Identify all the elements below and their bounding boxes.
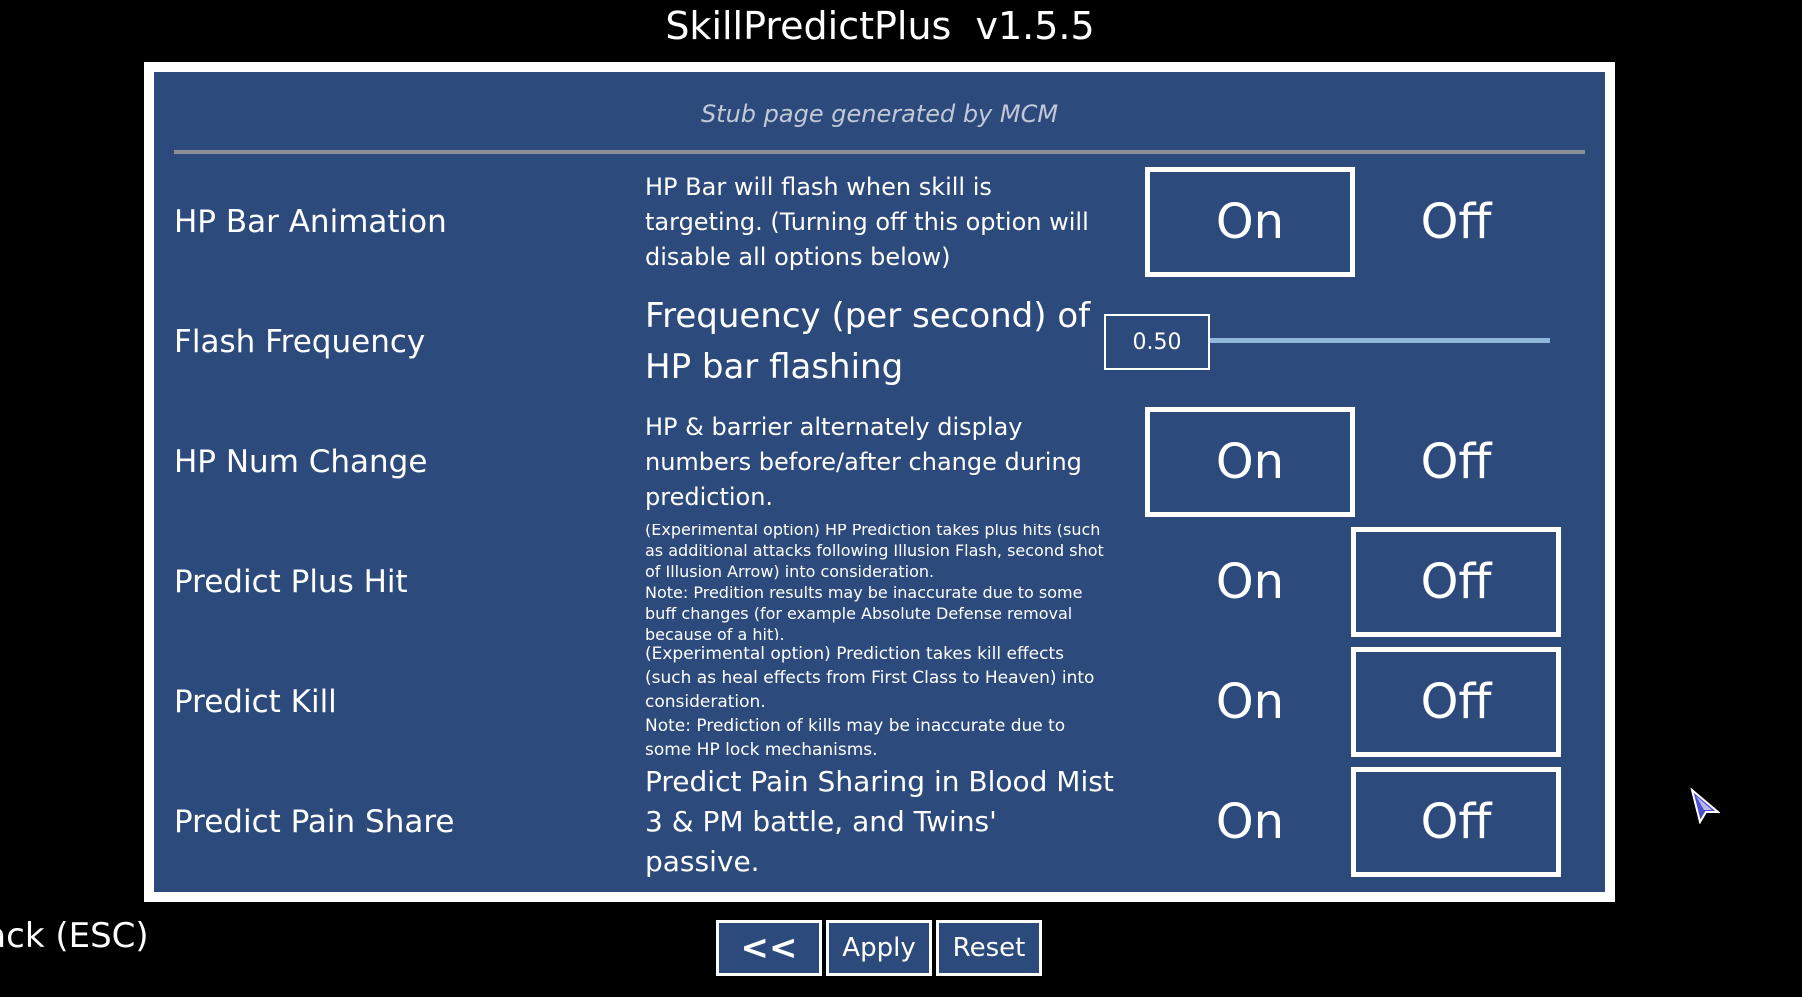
option-on-button[interactable]: On (1145, 407, 1355, 517)
option-on-button[interactable]: On (1215, 674, 1285, 730)
setting-description: HP & barrier alternately display numbers… (645, 412, 1082, 511)
setting-label: Predict Kill (174, 684, 337, 720)
apply-button[interactable]: Apply (826, 920, 932, 976)
setting-label: Flash Frequency (174, 324, 426, 360)
option-off-button[interactable]: Off (1420, 194, 1492, 250)
setting-row-predict-plus-hit: Predict Plus Hit (Experimental option) H… (154, 524, 1605, 640)
mouse-cursor-icon (1690, 788, 1720, 824)
setting-description: Predict Pain Sharing in Blood Mist 3 & P… (645, 765, 1114, 878)
setting-label: Predict Plus Hit (174, 564, 408, 600)
setting-row-hp-num-change: HP Num Change HP & barrier alternately d… (154, 404, 1605, 520)
frequency-value-box[interactable]: 0.50 (1104, 314, 1210, 370)
setting-description: HP Bar will flash when skill is targetin… (645, 172, 1089, 271)
setting-row-hp-bar-animation: HP Bar Animation HP Bar will flash when … (154, 164, 1605, 280)
setting-label: HP Num Change (174, 444, 428, 480)
setting-label: HP Bar Animation (174, 204, 447, 240)
stub-page-caption: Stub page generated by MCM (700, 100, 1059, 128)
settings-panel: Stub page generated by MCM HP Bar Animat… (144, 62, 1615, 902)
setting-note: Note: Predition results may be inaccurat… (645, 583, 1083, 640)
option-off-button[interactable]: Off (1351, 767, 1561, 877)
back-esc-hint[interactable]: Back (ESC) (0, 916, 149, 956)
setting-row-predict-pain-share: Predict Pain Share Predict Pain Sharing … (154, 764, 1605, 880)
option-off-button[interactable]: Off (1420, 434, 1492, 490)
setting-description: Frequency (per second) of HP bar flashin… (645, 296, 1091, 387)
option-off-button[interactable]: Off (1351, 647, 1561, 757)
option-on-button[interactable]: On (1215, 794, 1285, 850)
divider (174, 150, 1585, 154)
setting-description: (Experimental option) Prediction takes k… (645, 644, 1115, 760)
app-title: SkillPredictPlus v1.5.5 (665, 4, 1095, 48)
setting-note: Note: Prediction of kills may be inaccur… (645, 716, 1066, 760)
option-on-button[interactable]: On (1215, 554, 1285, 610)
setting-description: (Experimental option) HP Prediction take… (645, 524, 1115, 640)
reset-button[interactable]: Reset (936, 920, 1042, 976)
back-button[interactable]: << (716, 920, 822, 976)
frequency-slider[interactable] (1210, 338, 1550, 343)
option-off-button[interactable]: Off (1351, 527, 1561, 637)
setting-row-predict-kill: Predict Kill (Experimental option) Predi… (154, 644, 1605, 760)
setting-label: Predict Pain Share (174, 804, 455, 840)
setting-row-flash-frequency: Flash Frequency Frequency (per second) o… (154, 284, 1605, 400)
option-on-button[interactable]: On (1145, 167, 1355, 277)
